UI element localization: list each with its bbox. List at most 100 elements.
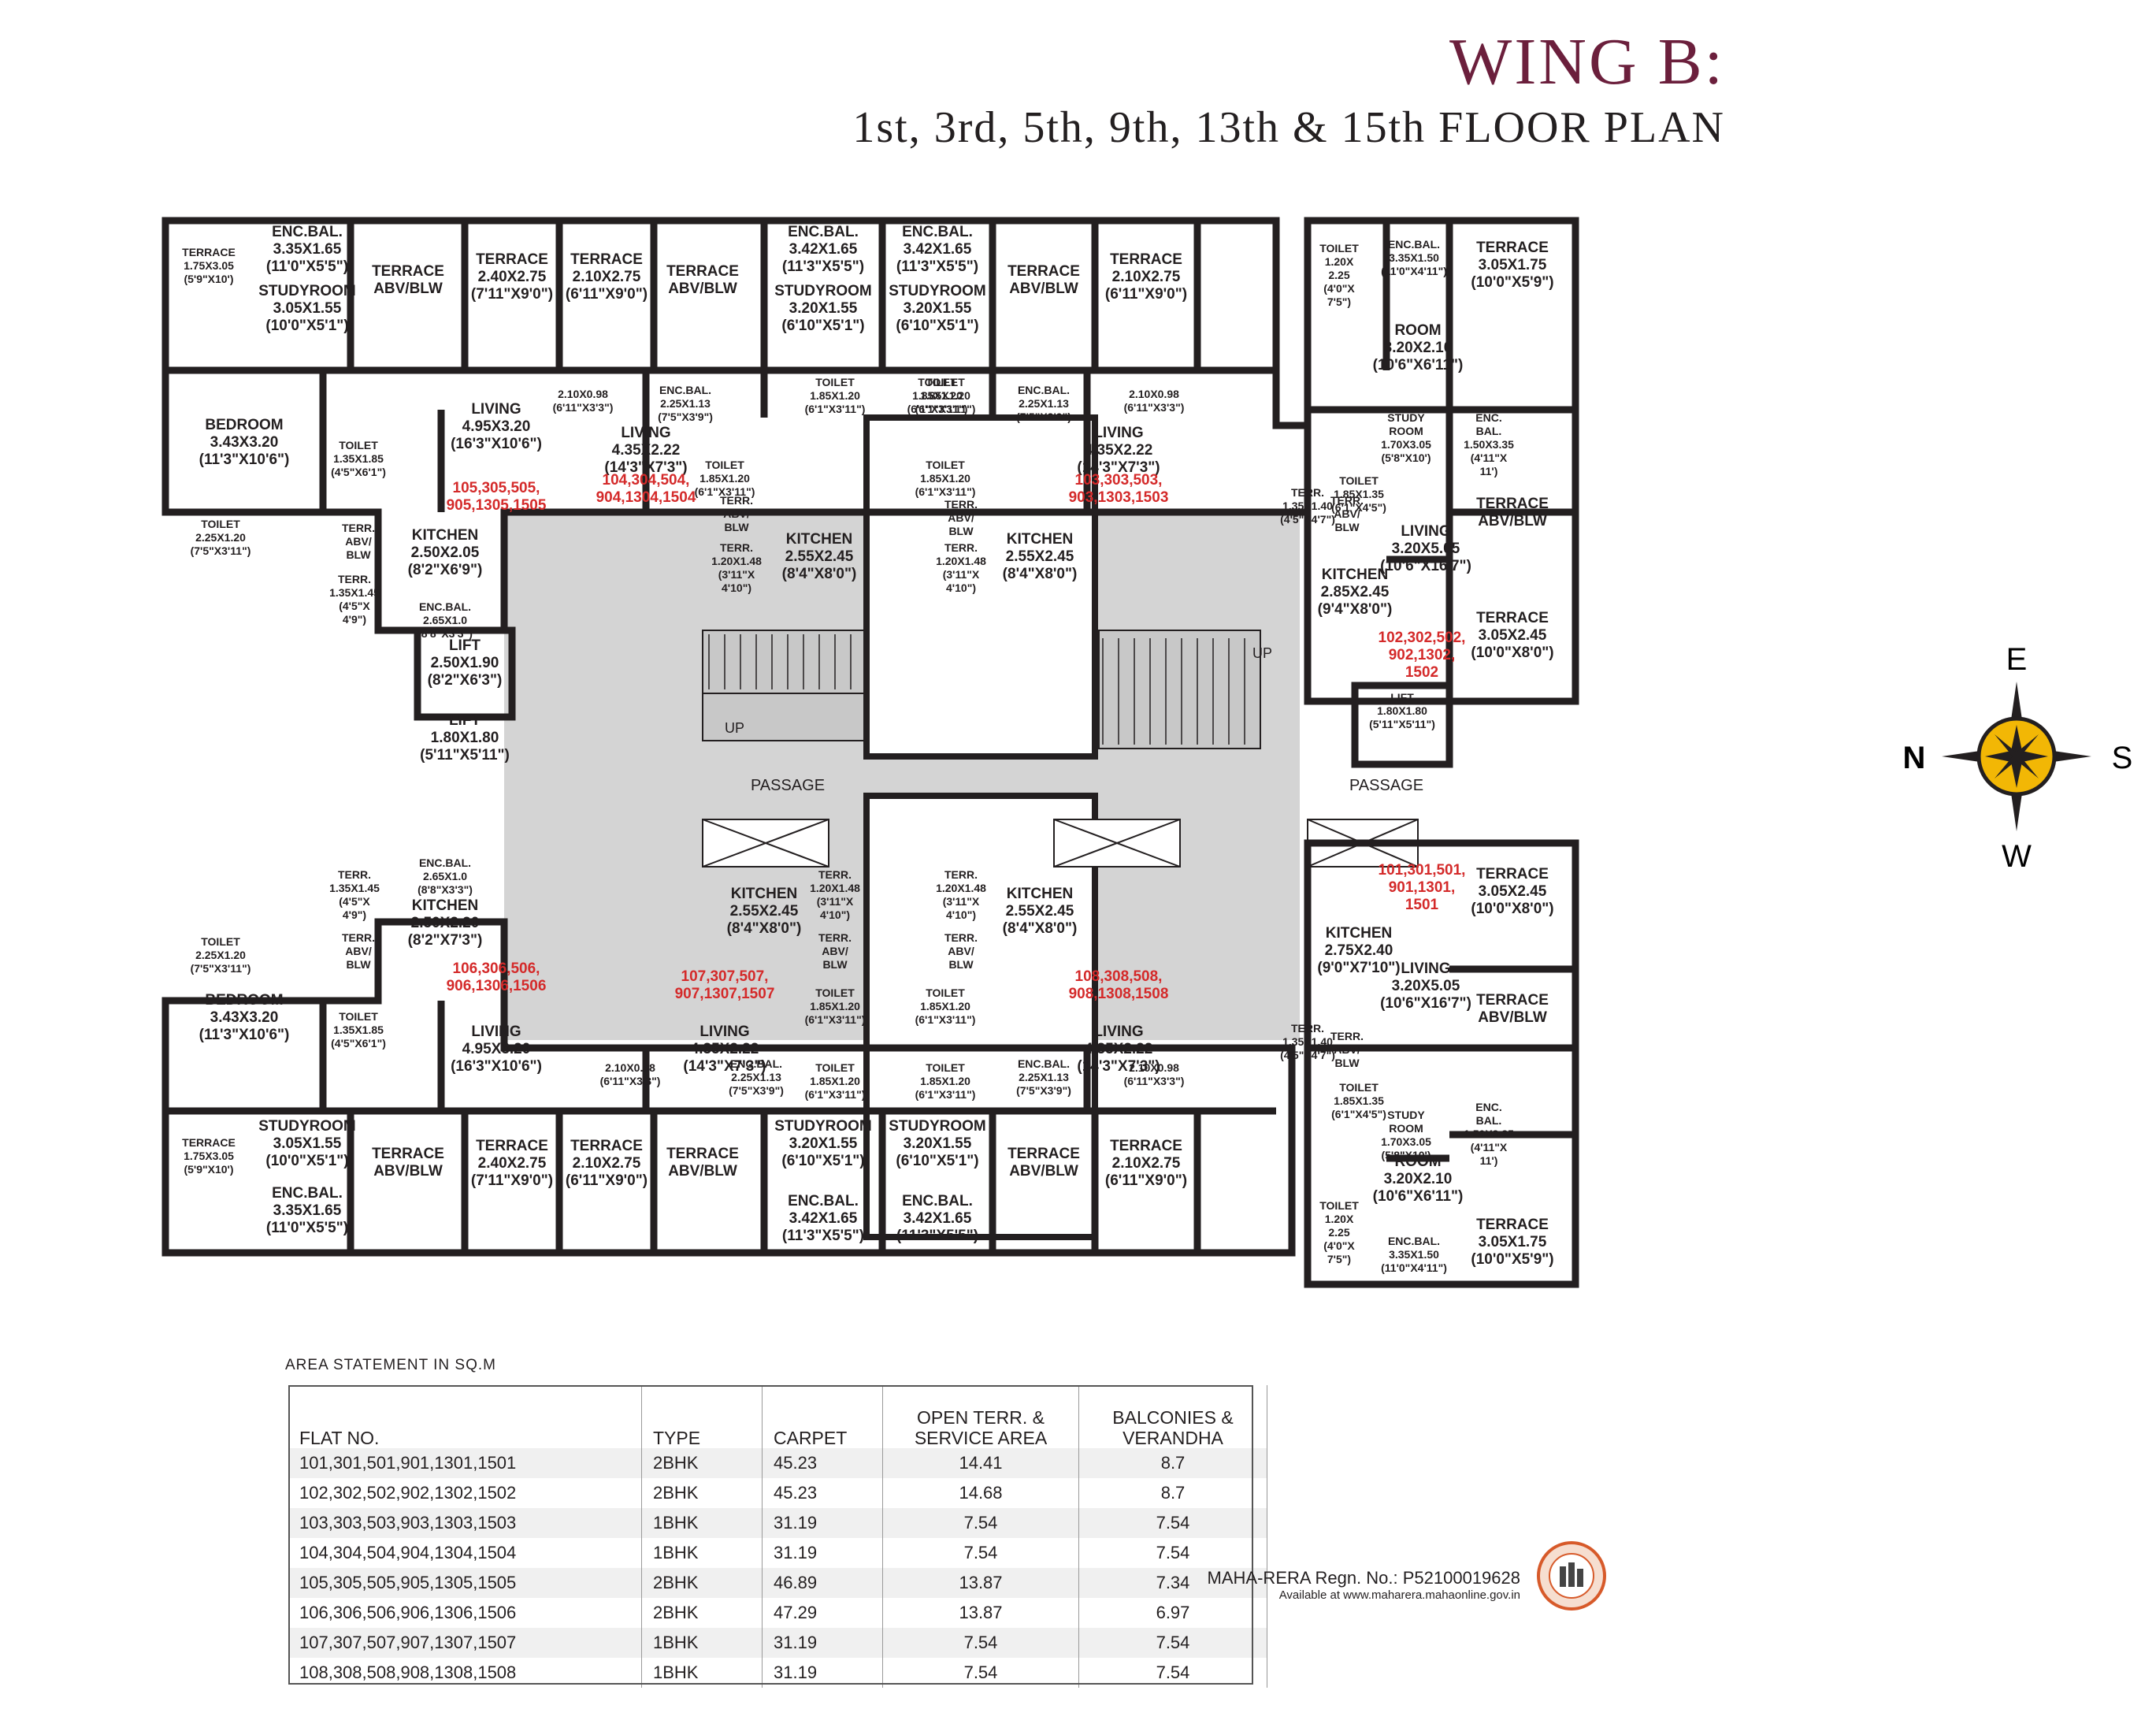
table-cell: 2BHK (641, 1598, 763, 1628)
flat-label-flat-103-line: 103,303,503, (1075, 472, 1163, 489)
room-label-s2-terrace-line: (6'11"X9'0") (1105, 1172, 1187, 1189)
room-label-e1-terrace-abv-line: ABV/BLW (1478, 513, 1547, 529)
compass-rose: E W N S (1903, 642, 2133, 874)
room-label-sw-terrace-abv-line: TERRACE (372, 1146, 444, 1162)
room-label-lift-3-line: 1.80X1.80 (1377, 704, 1427, 717)
room-label-sw-terrace-line: (5'9"X10') (184, 1163, 233, 1176)
room-label-s2-toilet-line: (6'1"X3'11") (915, 1013, 976, 1026)
room-label-nw-encbal-line: (11'0"X5'5") (266, 258, 348, 275)
room-label-sw-toilet-line: TOILET (201, 935, 240, 948)
room-label-s2-terr-small-line: TERR. (944, 868, 978, 881)
room-label-nw-studyroom-line: (10'0"X5'1") (265, 318, 348, 334)
room-label-s1-terr-small-line: 4'10") (820, 908, 850, 921)
table-cell: 7.54 (882, 1508, 1079, 1538)
stair-up-label-right: UP (1252, 645, 1272, 661)
room-label-e2-kitchen-line: KITCHEN (1326, 925, 1392, 942)
column-header: BALCONIES &VERANDHA (1078, 1385, 1267, 1448)
room-label-s2-living-line: LIVING (1093, 1024, 1143, 1040)
table-cell: 13.87 (882, 1568, 1079, 1598)
room-label-sw-terr-small-line: 1.35X1.45 (329, 882, 380, 894)
table-cell: 14.41 (882, 1448, 1079, 1478)
table-cell: 1BHK (641, 1508, 763, 1538)
room-label-e2-terr-line: 1.35X1.40 (1282, 1035, 1333, 1048)
room-label-s2-terr-abv: TERR.ABV/BLW (944, 931, 978, 971)
room-label-n1-bal-small-line: (6'11"X3'3") (553, 401, 614, 414)
room-label-s2-terr-small-line: 4'10") (946, 908, 976, 921)
room-label-e2-encbal-2-line: 11') (1480, 1154, 1498, 1167)
room-label-e2-terrace-line: TERRACE (1476, 866, 1549, 882)
room-label-nw-kitchen-line: KITCHEN (412, 527, 478, 544)
room-label-e2-room-line: ROOM (1394, 1154, 1441, 1170)
room-label-e2-terr: TERR.1.35X1.40(4'5"X4'7") (1280, 1022, 1335, 1061)
room-label-nw-toilet-s-line: TOILET (339, 439, 378, 451)
flat-label-flat-103: 103,303,503,903,1303,1503 (1069, 472, 1169, 506)
table-cell: 1BHK (641, 1538, 763, 1568)
room-label-sw-living-line: 4.95X3.20 (462, 1041, 531, 1057)
room-label-n1-toilet-line: TOILET (705, 459, 744, 471)
room-label-s2-toilet-line: 1.85X1.20 (920, 1000, 970, 1012)
flat-label-flat-108: 108,308,508,908,1308,1508 (1069, 968, 1169, 1002)
room-label-sw-terrace-2-line: (7'11"X9'0") (471, 1172, 553, 1189)
room-label-nw-toilet-line: (7'5"X3'11") (191, 544, 251, 557)
room-label-e2-study-line: ROOM (1389, 1122, 1423, 1135)
table-cell: 31.19 (762, 1658, 883, 1688)
room-label-s2-bal-small: 2.10X0.98(6'11"X3'3") (1124, 1061, 1185, 1087)
room-label-s2-terrace-line: TERRACE (1110, 1138, 1182, 1154)
room-label-sw-encbal-line: 3.35X1.65 (273, 1202, 342, 1219)
flat-label-flat-102-line: 102,302,502, (1379, 630, 1466, 646)
room-label-e1-living-line: LIVING (1401, 523, 1450, 540)
room-label-lift-3-line: LIFT (1390, 691, 1414, 704)
table-cell: 8.7 (1078, 1448, 1267, 1478)
room-label-sw-terrace-abv-line: ABV/BLW (373, 1163, 443, 1180)
room-label-e1-study-line: 1.70X3.05 (1381, 438, 1431, 451)
room-label-e2-toilet-v-line: (4'0"X (1323, 1239, 1355, 1252)
room-label-n2-studyroom-line: (6'10"X5'1") (896, 318, 978, 334)
room-label-n1-living-line: LIVING (621, 425, 670, 441)
room-label-nw-terrace-2-line: (7'11"X9'0") (471, 286, 553, 303)
room-label-nw-terrace-abv-line: TERRACE (372, 263, 444, 280)
flat-label-flat-107: 107,307,507,907,1307,1507 (675, 968, 775, 1002)
room-label-n1-encbal-line: (11'3"X5'5") (782, 258, 864, 275)
page-title: WING B: (1449, 25, 1725, 98)
table-cell: 45.23 (762, 1478, 883, 1508)
room-label-e2-kitchen-line: 2.75X2.40 (1325, 942, 1393, 959)
room-label-e1-toilet-v-line: (4'0"X (1323, 282, 1355, 295)
room-label-e1-toilet-v-line: TOILET (1319, 242, 1359, 254)
room-label-s2-kitchen-line: KITCHEN (1007, 886, 1073, 902)
room-label-e1-living-line: (10'6"X16'7") (1380, 558, 1471, 574)
stair-treads (708, 634, 1245, 745)
room-label-n2-toilet-3-line: 1.85X1.20 (920, 389, 970, 402)
room-label-nw-terr-abv-line: TERR. (342, 522, 375, 534)
room-label-e2-toilet-line: 1.85X1.35 (1334, 1094, 1384, 1107)
room-label-nw-living-line: LIVING (471, 401, 521, 418)
room-label-sw-terr-abv-line: ABV/ (345, 945, 372, 957)
walls (161, 217, 1579, 1288)
room-label-sw-living-line: LIVING (471, 1024, 521, 1040)
room-label-e2-toilet-v-line: 7'5") (1327, 1253, 1351, 1265)
room-label-n1-terrace-line: (6'11"X9'0") (566, 286, 648, 303)
room-label-n2-toilet-3-line: TOILET (926, 376, 965, 388)
room-label-sw-studyroom-line: 3.05X1.55 (273, 1135, 342, 1152)
table-cell: 108,308,508,908,1308,1508 (288, 1658, 642, 1688)
room-label-nw-terrace-line: (5'9"X10') (184, 273, 233, 285)
room-label-e2-study-line: (5'8"X10') (1381, 1149, 1431, 1161)
room-label-n2-toilet-3-line: (6'1"X3'11") (915, 403, 976, 415)
room-label-s1-encbal-2-line: (7'5"X3'9") (729, 1084, 784, 1097)
room-label-lift-1-line: 2.50X1.90 (431, 655, 499, 671)
